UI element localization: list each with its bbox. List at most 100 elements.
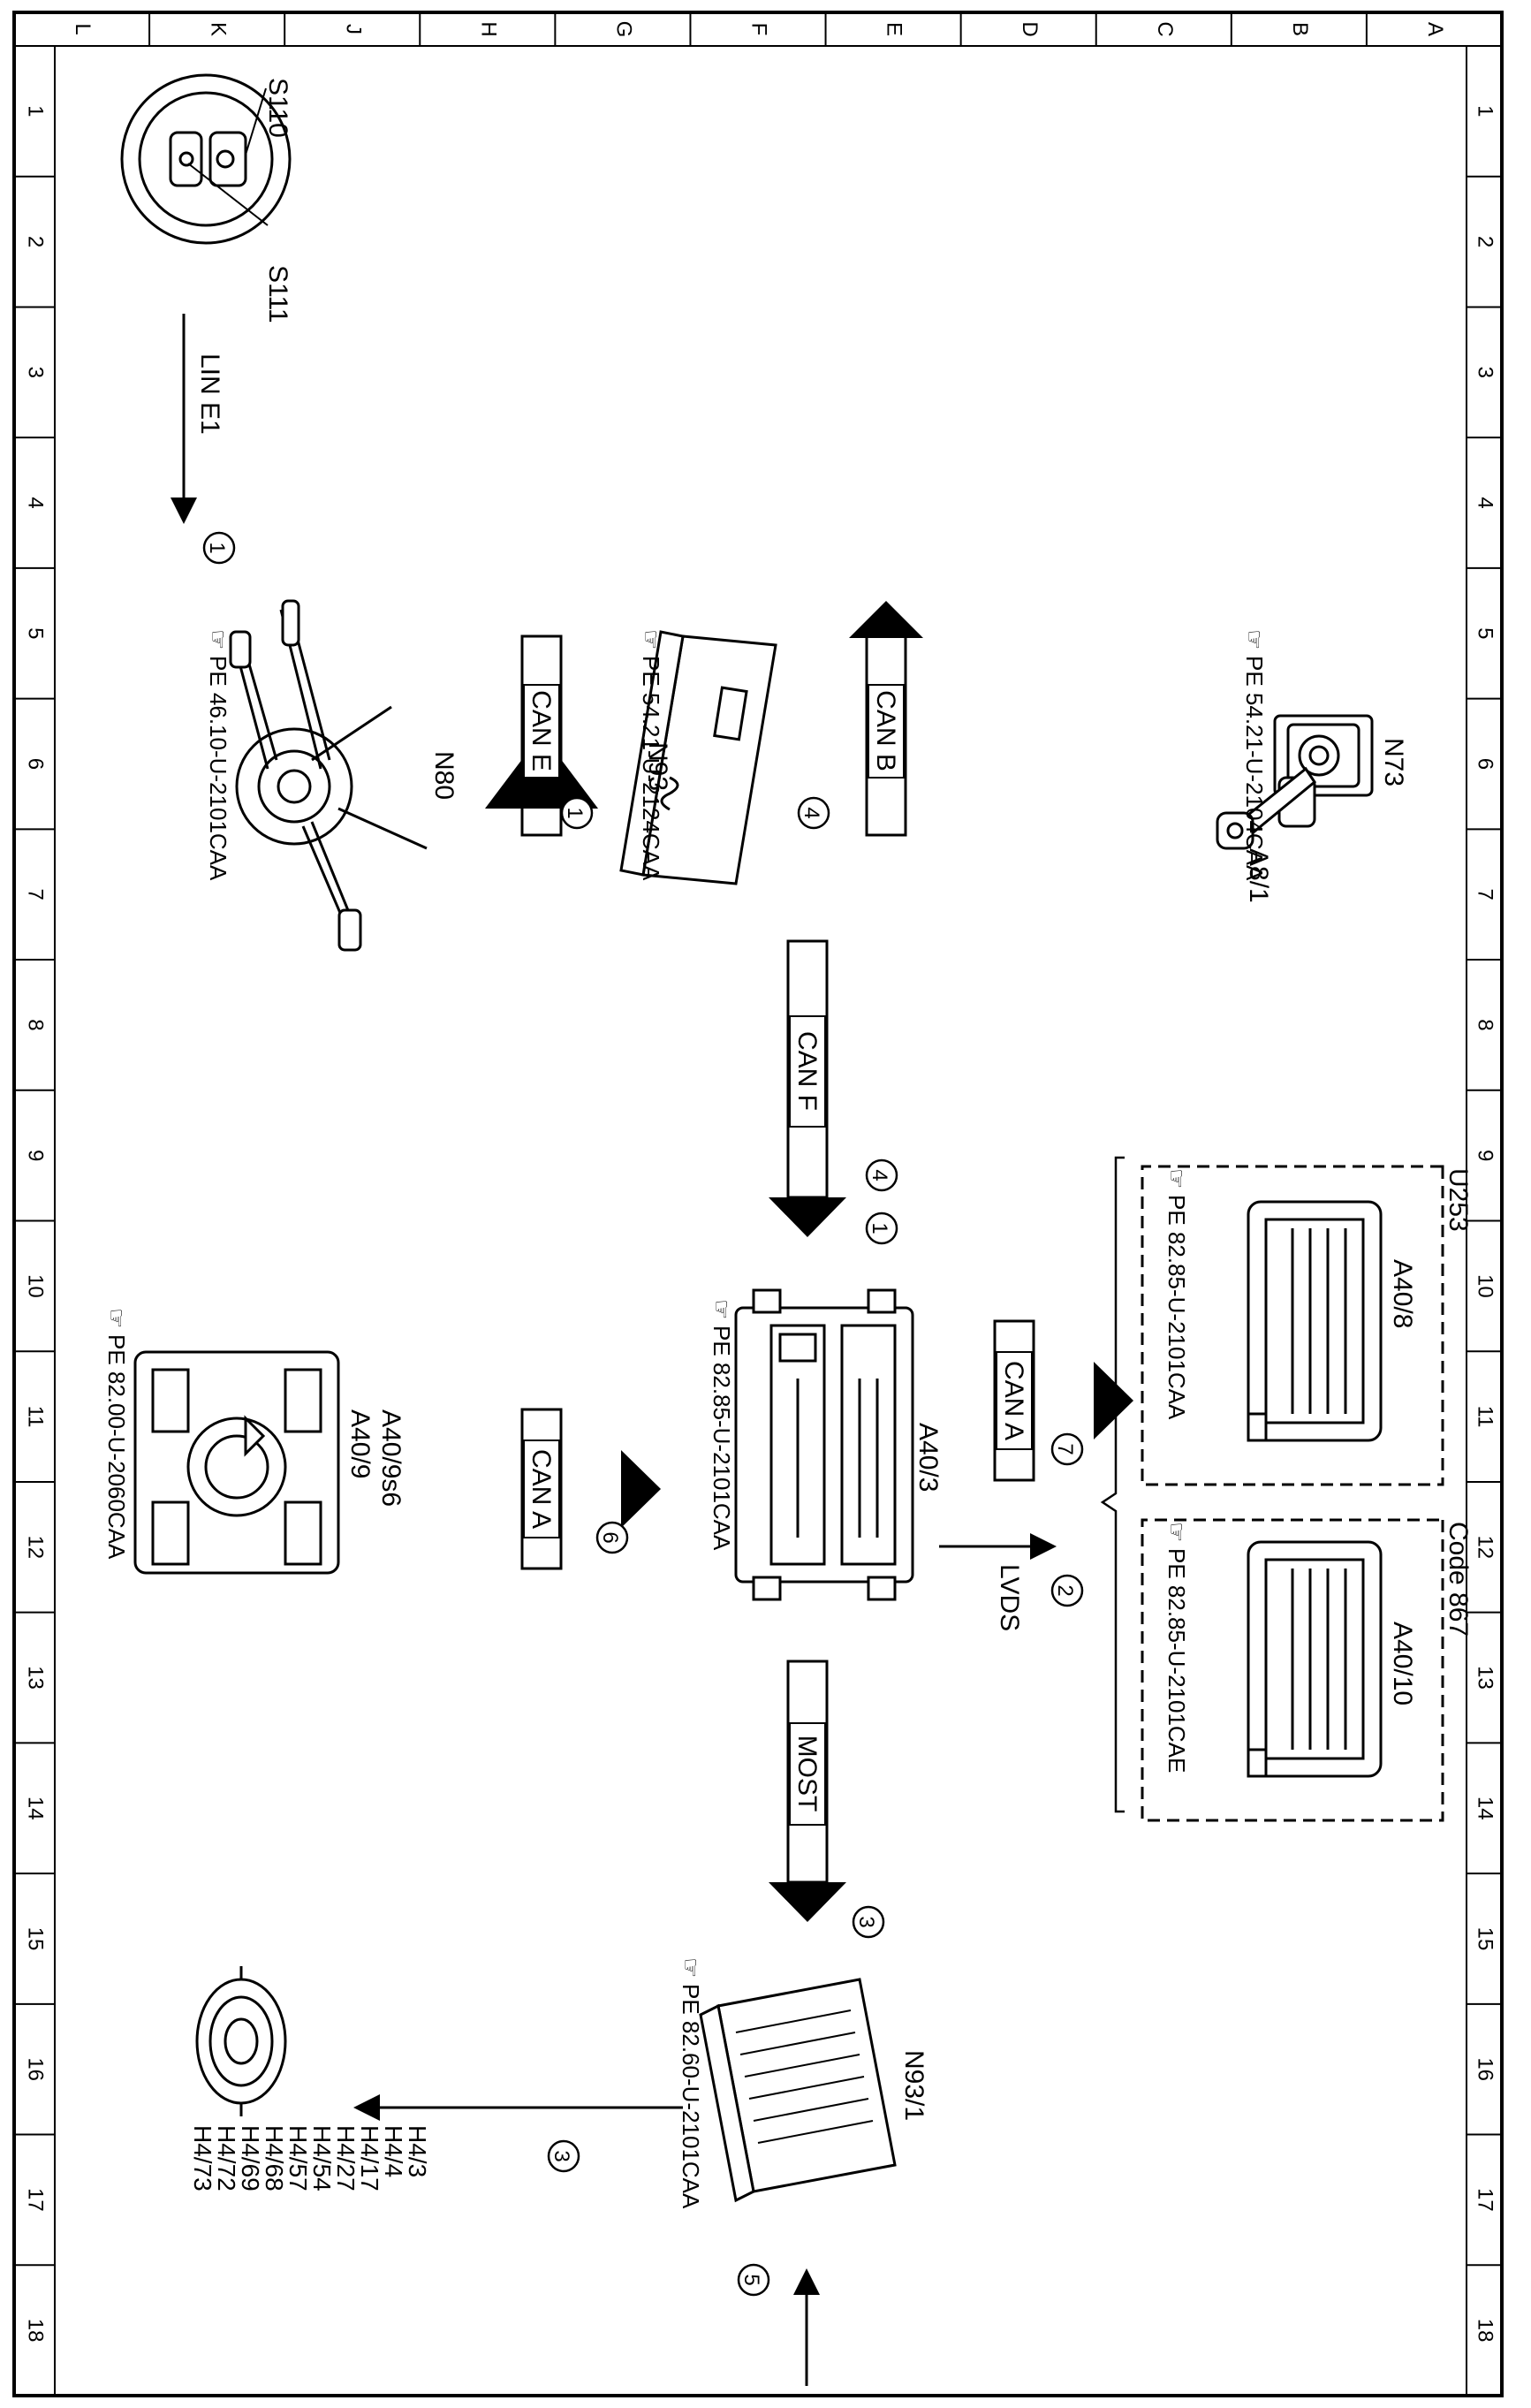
reference-hand-icon: ☞ (1241, 629, 1268, 649)
row-number: 10 (1474, 1274, 1497, 1298)
row-number: 2 (1474, 236, 1497, 247)
n93-label: N93 (643, 742, 672, 791)
speaker-label: H4/69 (237, 2125, 264, 2192)
row-number: 11 (24, 1406, 48, 1428)
can-e-label: CAN E (527, 690, 556, 771)
row-number: 17 (1474, 2188, 1497, 2212)
n73-reference-text: PE 54.21-U-2104CAA (1241, 656, 1268, 881)
a40-8-reference: ☞ PE 82.85-U-2101CAA (1163, 1168, 1190, 1420)
s111-label: S111 (263, 265, 292, 323)
a8-1-label: A8/1 (1244, 848, 1273, 903)
a40-9-label: A40/9 (345, 1409, 375, 1478)
row-number: 9 (1474, 1150, 1497, 1161)
speaker-list: H4/3H4/4H4/17H4/27H4/54H4/57H4/68H4/69H4… (189, 2125, 431, 2192)
n93-1-amplifier-icon (699, 1978, 897, 2203)
reference-hand-icon: ☞ (205, 629, 231, 649)
a40-3-reference: ☞ PE 82.85-U-2101CAA (709, 1299, 735, 1551)
reference-hand-icon: ☞ (103, 1308, 130, 1328)
row-number: 6 (24, 758, 48, 770)
row-number: 3 (1474, 367, 1497, 378)
svg-text:6: 6 (598, 1531, 622, 1543)
speaker-label: H4/72 (213, 2125, 240, 2192)
speaker-label: H4/3 (404, 2125, 431, 2177)
n80-reference-text: PE 46.10-U-2101CAA (205, 656, 231, 881)
n93-reference-text: PE 54.21-U-2124CAA (638, 656, 664, 881)
a40-10-reference-text: PE 82.85-U-2101CAE (1163, 1548, 1190, 1773)
row-number: 1 (1474, 105, 1497, 117)
lvds-label: LVDS (995, 1564, 1024, 1631)
can-a-lower-bus-arrow: CAN A (520, 1408, 661, 1570)
n93-gateway-icon (619, 630, 777, 885)
row-number: 4 (1474, 497, 1497, 508)
can-a-upper-label: CAN A (999, 1361, 1028, 1440)
column-letter: E (883, 22, 906, 36)
row-number: 12 (1474, 1535, 1497, 1559)
row-number: 8 (1474, 1019, 1497, 1030)
speaker-label: H4/4 (380, 2125, 407, 2177)
can-b-bus-arrow: CAN B (849, 601, 923, 837)
u253-group-box (1141, 1165, 1444, 1486)
reference-hand-icon: ☞ (638, 629, 664, 649)
row-number: 11 (1474, 1406, 1497, 1428)
row-number: 17 (24, 2188, 48, 2212)
can-e-bus-arrow: CAN E (485, 634, 598, 837)
row-number: 7 (24, 889, 48, 900)
callout-speaker-out: 3 (547, 2139, 580, 2173)
speaker-icon (195, 1966, 287, 2116)
column-letter: D (1018, 21, 1042, 36)
row-number: 5 (1474, 627, 1497, 639)
n73-label: N73 (1379, 738, 1408, 786)
code867-group-box (1141, 1518, 1444, 1822)
n80-label: N80 (429, 751, 459, 800)
svg-text:3: 3 (549, 2150, 573, 2161)
callout-can-e: 1 (560, 796, 594, 830)
speaker-label: H4/68 (261, 2125, 288, 2192)
row-number: 14 (1474, 1797, 1497, 1820)
speaker-label: H4/73 (189, 2125, 216, 2192)
svg-text:5: 5 (739, 2274, 763, 2285)
reference-hand-icon: ☞ (1163, 1168, 1190, 1189)
a40-8-display-icon (1247, 1200, 1383, 1442)
svg-text:1: 1 (868, 1222, 891, 1234)
row-number: 18 (1474, 2319, 1497, 2343)
u253-label: U253 (1444, 1168, 1473, 1232)
a40-3-head-unit-icon (734, 1288, 914, 1601)
row-number: 3 (24, 367, 48, 378)
row-number: 12 (24, 1535, 48, 1559)
column-letter: A (1423, 22, 1447, 36)
speaker-label: H4/54 (308, 2125, 336, 2192)
svg-text:4: 4 (868, 1169, 891, 1181)
row-number: 16 (24, 2057, 48, 2081)
callout-most: 3 (852, 1905, 885, 1939)
svg-text:3: 3 (854, 1916, 878, 1927)
callout-can-f-b: 1 (865, 1212, 898, 1245)
row-number: 4 (24, 497, 48, 508)
a40-10-display-icon (1247, 1540, 1383, 1778)
n93-1-reference-text: PE 82.60-U-2101CAA (678, 1984, 704, 2209)
row-number: 10 (24, 1274, 48, 1298)
reference-hand-icon: ☞ (1163, 1522, 1190, 1542)
row-number: 14 (24, 1797, 48, 1820)
can-f-label: CAN F (792, 1031, 822, 1111)
lin-e1-label: LIN E1 (195, 353, 224, 435)
steering-wheel-icon (120, 73, 292, 245)
a40-9-reference-text: PE 82.00-U-2060CAA (103, 1334, 130, 1560)
svg-text:1: 1 (205, 542, 229, 553)
row-number: 2 (24, 236, 48, 247)
n93-reference: ☞ PE 54.21-U-2124CAA (638, 629, 664, 881)
a40-8-label: A40/8 (1388, 1259, 1417, 1328)
callout-lin: 1 (202, 531, 236, 565)
a40-8-reference-text: PE 82.85-U-2101CAA (1163, 1195, 1190, 1420)
callout-can-f-a: 4 (865, 1158, 898, 1192)
can-f-bus-arrow: CAN F (769, 939, 846, 1237)
can-b-label: CAN B (871, 690, 900, 771)
row-number: 9 (24, 1150, 48, 1161)
row-number: 18 (24, 2319, 48, 2343)
callout-can-a-upper: 7 (1050, 1432, 1084, 1466)
svg-text:2: 2 (1053, 1584, 1077, 1596)
row-number: 5 (24, 627, 48, 639)
row-number: 6 (1474, 758, 1497, 770)
row-number: 16 (1474, 2057, 1497, 2081)
n73-ignition-switch-icon (1216, 714, 1374, 850)
